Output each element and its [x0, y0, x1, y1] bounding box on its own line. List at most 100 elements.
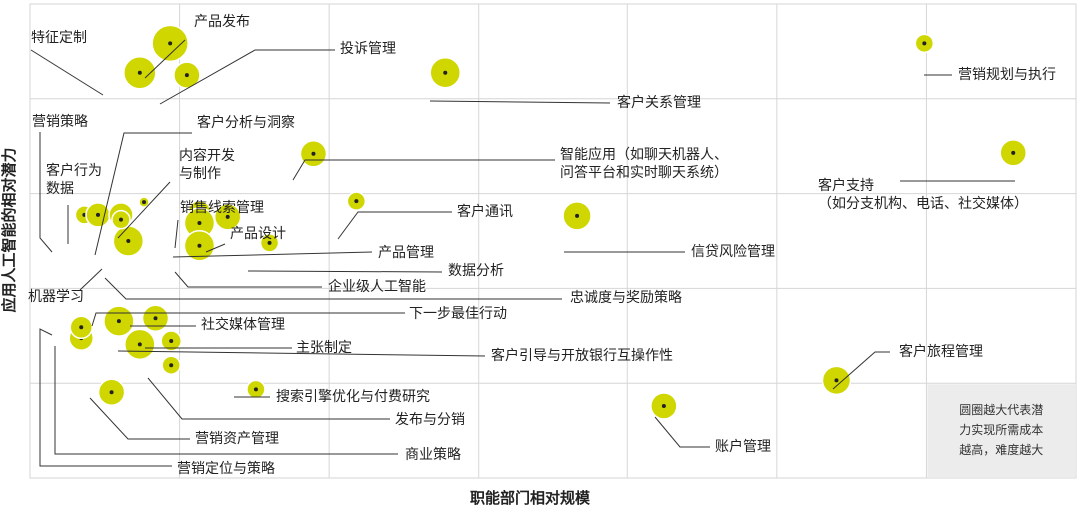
size-note-line-2: 力实现所需成本 — [959, 422, 1043, 437]
bubble-dot-29 — [834, 378, 839, 383]
bubble-label-6-line-1: 数据 — [46, 181, 74, 197]
bubble-label-25-line-0: 搜索引擎优化与付费研究 — [276, 388, 430, 405]
bubble-label-23-line-0: 客户引导与开放银行互操作性 — [491, 347, 673, 364]
bubble-label-18-line-0: 机器学习 — [28, 289, 84, 305]
bubble-label-20-line-0: 下一步最佳行动 — [409, 306, 507, 322]
bubble-label-11: 销售线索管理 — [180, 199, 264, 216]
leader-line-14 — [172, 251, 373, 258]
y-axis-title: 应用人工智能的相对潜力 — [0, 147, 18, 312]
bubble-label-16: 数据分析 — [448, 263, 504, 279]
bubble-label-19-line-0: 忠诚度与奖励策略 — [570, 289, 682, 306]
bubble-label-25: 搜索引擎优化与付费研究 — [276, 388, 430, 405]
bubble-label-7-line-0: 客户分析与洞察 — [197, 114, 295, 131]
bubble-label-6-line-0: 客户行为 — [46, 162, 102, 179]
bubble-dot-15 — [575, 213, 580, 218]
leader-line-28 — [39, 328, 172, 467]
leader-line-18 — [79, 268, 103, 291]
bubble-label-0-line-0: 特征定制 — [31, 30, 87, 46]
leader-line-13 — [337, 211, 452, 240]
bubble-dot-8 — [142, 200, 147, 205]
bubble-dot-22 — [169, 339, 174, 344]
bubble-dot-20 — [116, 319, 121, 324]
bubble-label-3: 客户关系管理 — [617, 94, 701, 111]
leader-line-26 — [147, 377, 390, 420]
bubble-dot-24 — [109, 390, 114, 395]
bubble-label-22-line-0: 主张制定 — [296, 340, 352, 356]
bubble-dot-21 — [153, 316, 158, 321]
bubble-dot-1 — [168, 41, 173, 46]
bubble-label-23: 客户引导与开放银行互操作性 — [491, 347, 673, 364]
leader-line-17 — [174, 271, 322, 288]
leader-line-29 — [832, 351, 890, 390]
bubble-label-20: 下一步最佳行动 — [409, 306, 507, 322]
bubble-label-29-line-0: 客户旅程管理 — [899, 343, 983, 360]
bubble-label-8-line-1: 与制作 — [179, 166, 221, 182]
bubble-label-13: 客户通讯 — [457, 203, 513, 220]
plot-border — [29, 3, 1077, 479]
bubble-label-10-line-0: 客户支持 — [818, 177, 874, 194]
size-note-background — [927, 384, 1075, 477]
bubble-dot-2 — [184, 73, 189, 78]
x-axis-title: 职能部门相对规模 — [470, 489, 591, 507]
bubble-label-21-line-0: 社交媒体管理 — [201, 316, 285, 333]
leader-line-7 — [94, 132, 192, 256]
leader-line-27 — [54, 346, 398, 455]
leader-line-8 — [117, 181, 171, 239]
bubble-label-28: 营销定位与策略 — [177, 460, 275, 477]
bubble-label-17: 企业级人工智能 — [328, 278, 426, 295]
bubble-label-8: 内容开发与制作 — [179, 147, 235, 182]
bubble-label-24: 营销资产管理 — [195, 431, 279, 447]
bubble-dot-9 — [311, 151, 316, 156]
bubble-dot-14 — [197, 220, 202, 225]
bubble-label-28-line-0: 营销定位与策略 — [177, 460, 275, 477]
bubble-label-26: 发布与分销 — [395, 412, 465, 428]
bubble-dot-0 — [137, 70, 142, 75]
leader-line-19 — [104, 277, 562, 300]
leader-line-16 — [247, 270, 443, 273]
bubble-dot-13 — [354, 199, 359, 204]
bubble-dot-10 — [1011, 150, 1016, 155]
bubble-label-26-line-0: 发布与分销 — [395, 412, 465, 428]
bubble-label-9-line-1: 问答平台和实时聊天系统） — [560, 164, 728, 181]
bubble-label-15-line-0: 信贷风险管理 — [691, 244, 775, 260]
leader-line-3 — [429, 100, 611, 104]
bubble-label-7: 客户分析与洞察 — [197, 114, 295, 131]
leader-line-0 — [30, 49, 104, 96]
bubble-label-1-line-0: 产品发布 — [194, 14, 250, 30]
bubble-dot-6 — [95, 212, 100, 217]
bubble-dot-23 — [137, 342, 142, 347]
leader-line-5 — [39, 132, 53, 253]
size-note-line-3: 越高，难度越大 — [959, 442, 1043, 457]
bubble-dot-30 — [661, 403, 666, 408]
bubble-label-18: 机器学习 — [28, 289, 84, 305]
bubble-label-29: 客户旅程管理 — [899, 343, 983, 360]
bubble-label-5-line-0: 营销策略 — [32, 113, 88, 130]
bubble-dot-28 — [79, 325, 84, 330]
bubble-label-22: 主张制定 — [296, 340, 352, 356]
bubble-label-10-line-1: （如分支机构、电话、社交媒体） — [818, 195, 1028, 212]
bubble-label-27-line-0: 商业策略 — [405, 446, 461, 463]
bubble-label-12: 产品设计 — [230, 226, 286, 242]
bubble-label-14: 产品管理 — [378, 245, 434, 261]
leader-line-1 — [144, 39, 186, 79]
bubble-label-15: 信贷风险管理 — [691, 244, 775, 260]
bubble-label-10: 客户支持（如分支机构、电话、社交媒体） — [818, 177, 1028, 212]
bubble-label-2: 投诉管理 — [340, 41, 396, 57]
bubble-label-3-line-0: 客户关系管理 — [617, 94, 701, 111]
bubble-label-13-line-0: 客户通讯 — [457, 203, 513, 220]
size-note-line-1: 圆圈越大代表潜 — [959, 403, 1043, 417]
bubble-label-4-line-0: 营销规划与执行 — [958, 67, 1056, 83]
leader-line-24 — [89, 397, 190, 440]
bubble-dot-26 — [169, 363, 174, 368]
bubble-label-8-line-0: 内容开发 — [179, 147, 235, 164]
leader-line-20 — [91, 312, 405, 327]
bubble-label-11-line-0: 销售线索管理 — [180, 199, 264, 216]
leader-line-9 — [292, 159, 555, 181]
leader-lines — [30, 39, 1015, 467]
bubble-label-1: 产品发布 — [194, 14, 250, 30]
bubble-dot-4 — [922, 41, 927, 46]
bubble-label-2-line-0: 投诉管理 — [340, 41, 396, 57]
leader-line-12 — [205, 243, 226, 253]
